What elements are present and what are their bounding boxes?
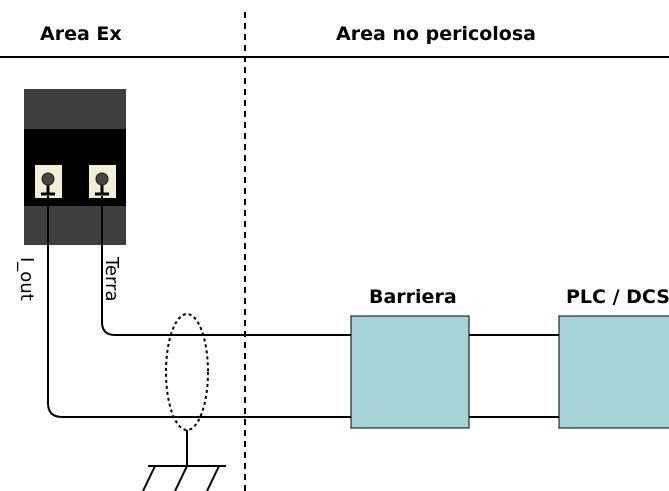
area-ex-title: Area Ex: [40, 23, 122, 45]
plc-dcs-label: PLC / DCS: [566, 286, 669, 308]
safe-area-title: Area no pericolosa: [336, 23, 536, 45]
terminal-screw-icon: [41, 172, 55, 186]
plc-dcs-block: [558, 315, 669, 429]
wire-label-terra: Terra: [101, 256, 122, 302]
cable-shield-ellipse: [165, 313, 209, 431]
barrier-block: [350, 315, 470, 429]
terminal-screw-icon: [95, 172, 109, 186]
ground-icon: [142, 430, 226, 491]
barrier-label: Barriera: [369, 286, 457, 308]
terminal-terra: [89, 165, 116, 198]
terminal-iout: [35, 165, 62, 198]
wire-iout: [47, 196, 669, 418]
wire-terra: [101, 196, 669, 336]
wire-label-iout: I_out: [16, 257, 37, 301]
transmitter-device: [24, 89, 126, 245]
